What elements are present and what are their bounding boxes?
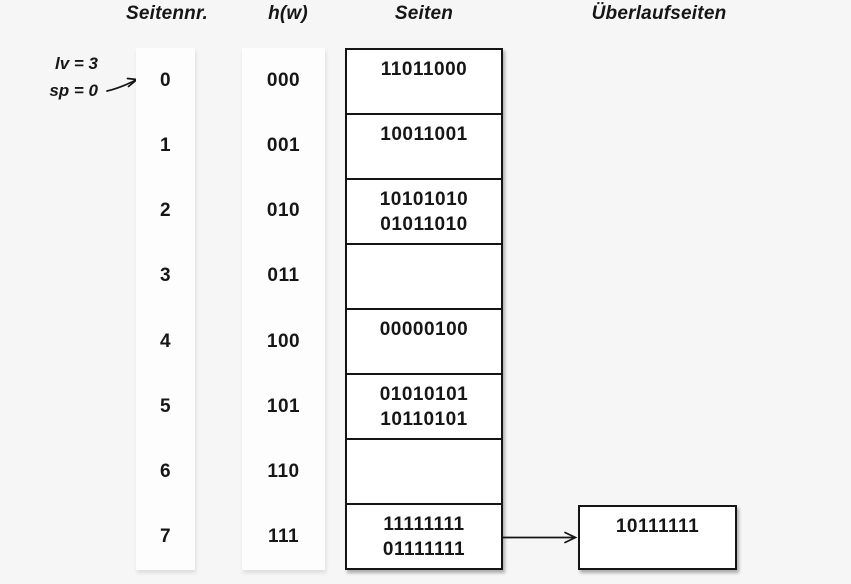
hash-value: 011 [267, 265, 300, 287]
split-pointer-value: sp = 0 [49, 81, 98, 100]
hash-value: 001 [266, 134, 301, 156]
bucket-cell-0: 11011000 [347, 50, 501, 115]
hash-value: 000 [266, 69, 301, 91]
hash-value: 110 [267, 461, 300, 483]
record: 01111111 [382, 539, 466, 560]
page-number: 0 [159, 69, 172, 91]
level-value: lv = 3 [54, 54, 98, 73]
pages-bucket-box: 11011000 10011001 10101010 01011010 0000… [345, 48, 503, 570]
hash-value-column [242, 48, 325, 570]
bucket-cell-7: 11111111 01111111 [347, 505, 501, 568]
record: 10110101 [380, 409, 468, 430]
header-overflow-pages: Überlaufseiten [591, 3, 727, 24]
record: 10101010 [379, 189, 469, 210]
page-number: 1 [159, 134, 172, 156]
header-hash-function: h(w) [268, 3, 308, 24]
overflow-link-arrow-icon [502, 531, 578, 544]
page-number: 7 [159, 526, 172, 548]
bucket-cell-3 [347, 245, 501, 310]
bucket-cell-4: 00000100 [347, 310, 501, 375]
bucket-cell-2: 10101010 01011010 [347, 180, 501, 245]
page-number: 6 [159, 461, 172, 483]
record: 11011000 [380, 59, 468, 80]
bucket-cell-5: 01010101 10110101 [347, 375, 501, 440]
record: 10011001 [380, 124, 468, 145]
hash-value-list: 000 001 010 011 100 101 110 111 [242, 48, 325, 570]
overflow-page-box: 10111111 [578, 505, 737, 570]
page-number-column [136, 48, 195, 570]
record: 10111111 [615, 516, 700, 537]
hash-value: 100 [266, 330, 301, 352]
record: 11111111 [383, 514, 465, 535]
hash-value: 010 [266, 200, 301, 222]
record: 01011010 [380, 214, 468, 235]
header-page-number: Seitennr. [125, 3, 209, 24]
page-number: 2 [159, 200, 172, 222]
bucket-cell-1: 10011001 [347, 115, 501, 180]
page-number-list: 0 1 2 3 4 5 6 7 [136, 48, 195, 570]
record: 00000100 [379, 319, 469, 340]
header-pages: Seiten [394, 3, 454, 24]
page-number: 3 [159, 265, 172, 287]
page-number: 5 [159, 395, 172, 417]
page-number: 4 [159, 330, 172, 352]
hash-value: 101 [266, 395, 301, 417]
state-annotation: lv = 3 sp = 0 [36, 50, 98, 104]
record: 01010101 [379, 384, 469, 405]
bucket-cell-6 [347, 440, 501, 505]
hash-value: 111 [267, 526, 300, 548]
